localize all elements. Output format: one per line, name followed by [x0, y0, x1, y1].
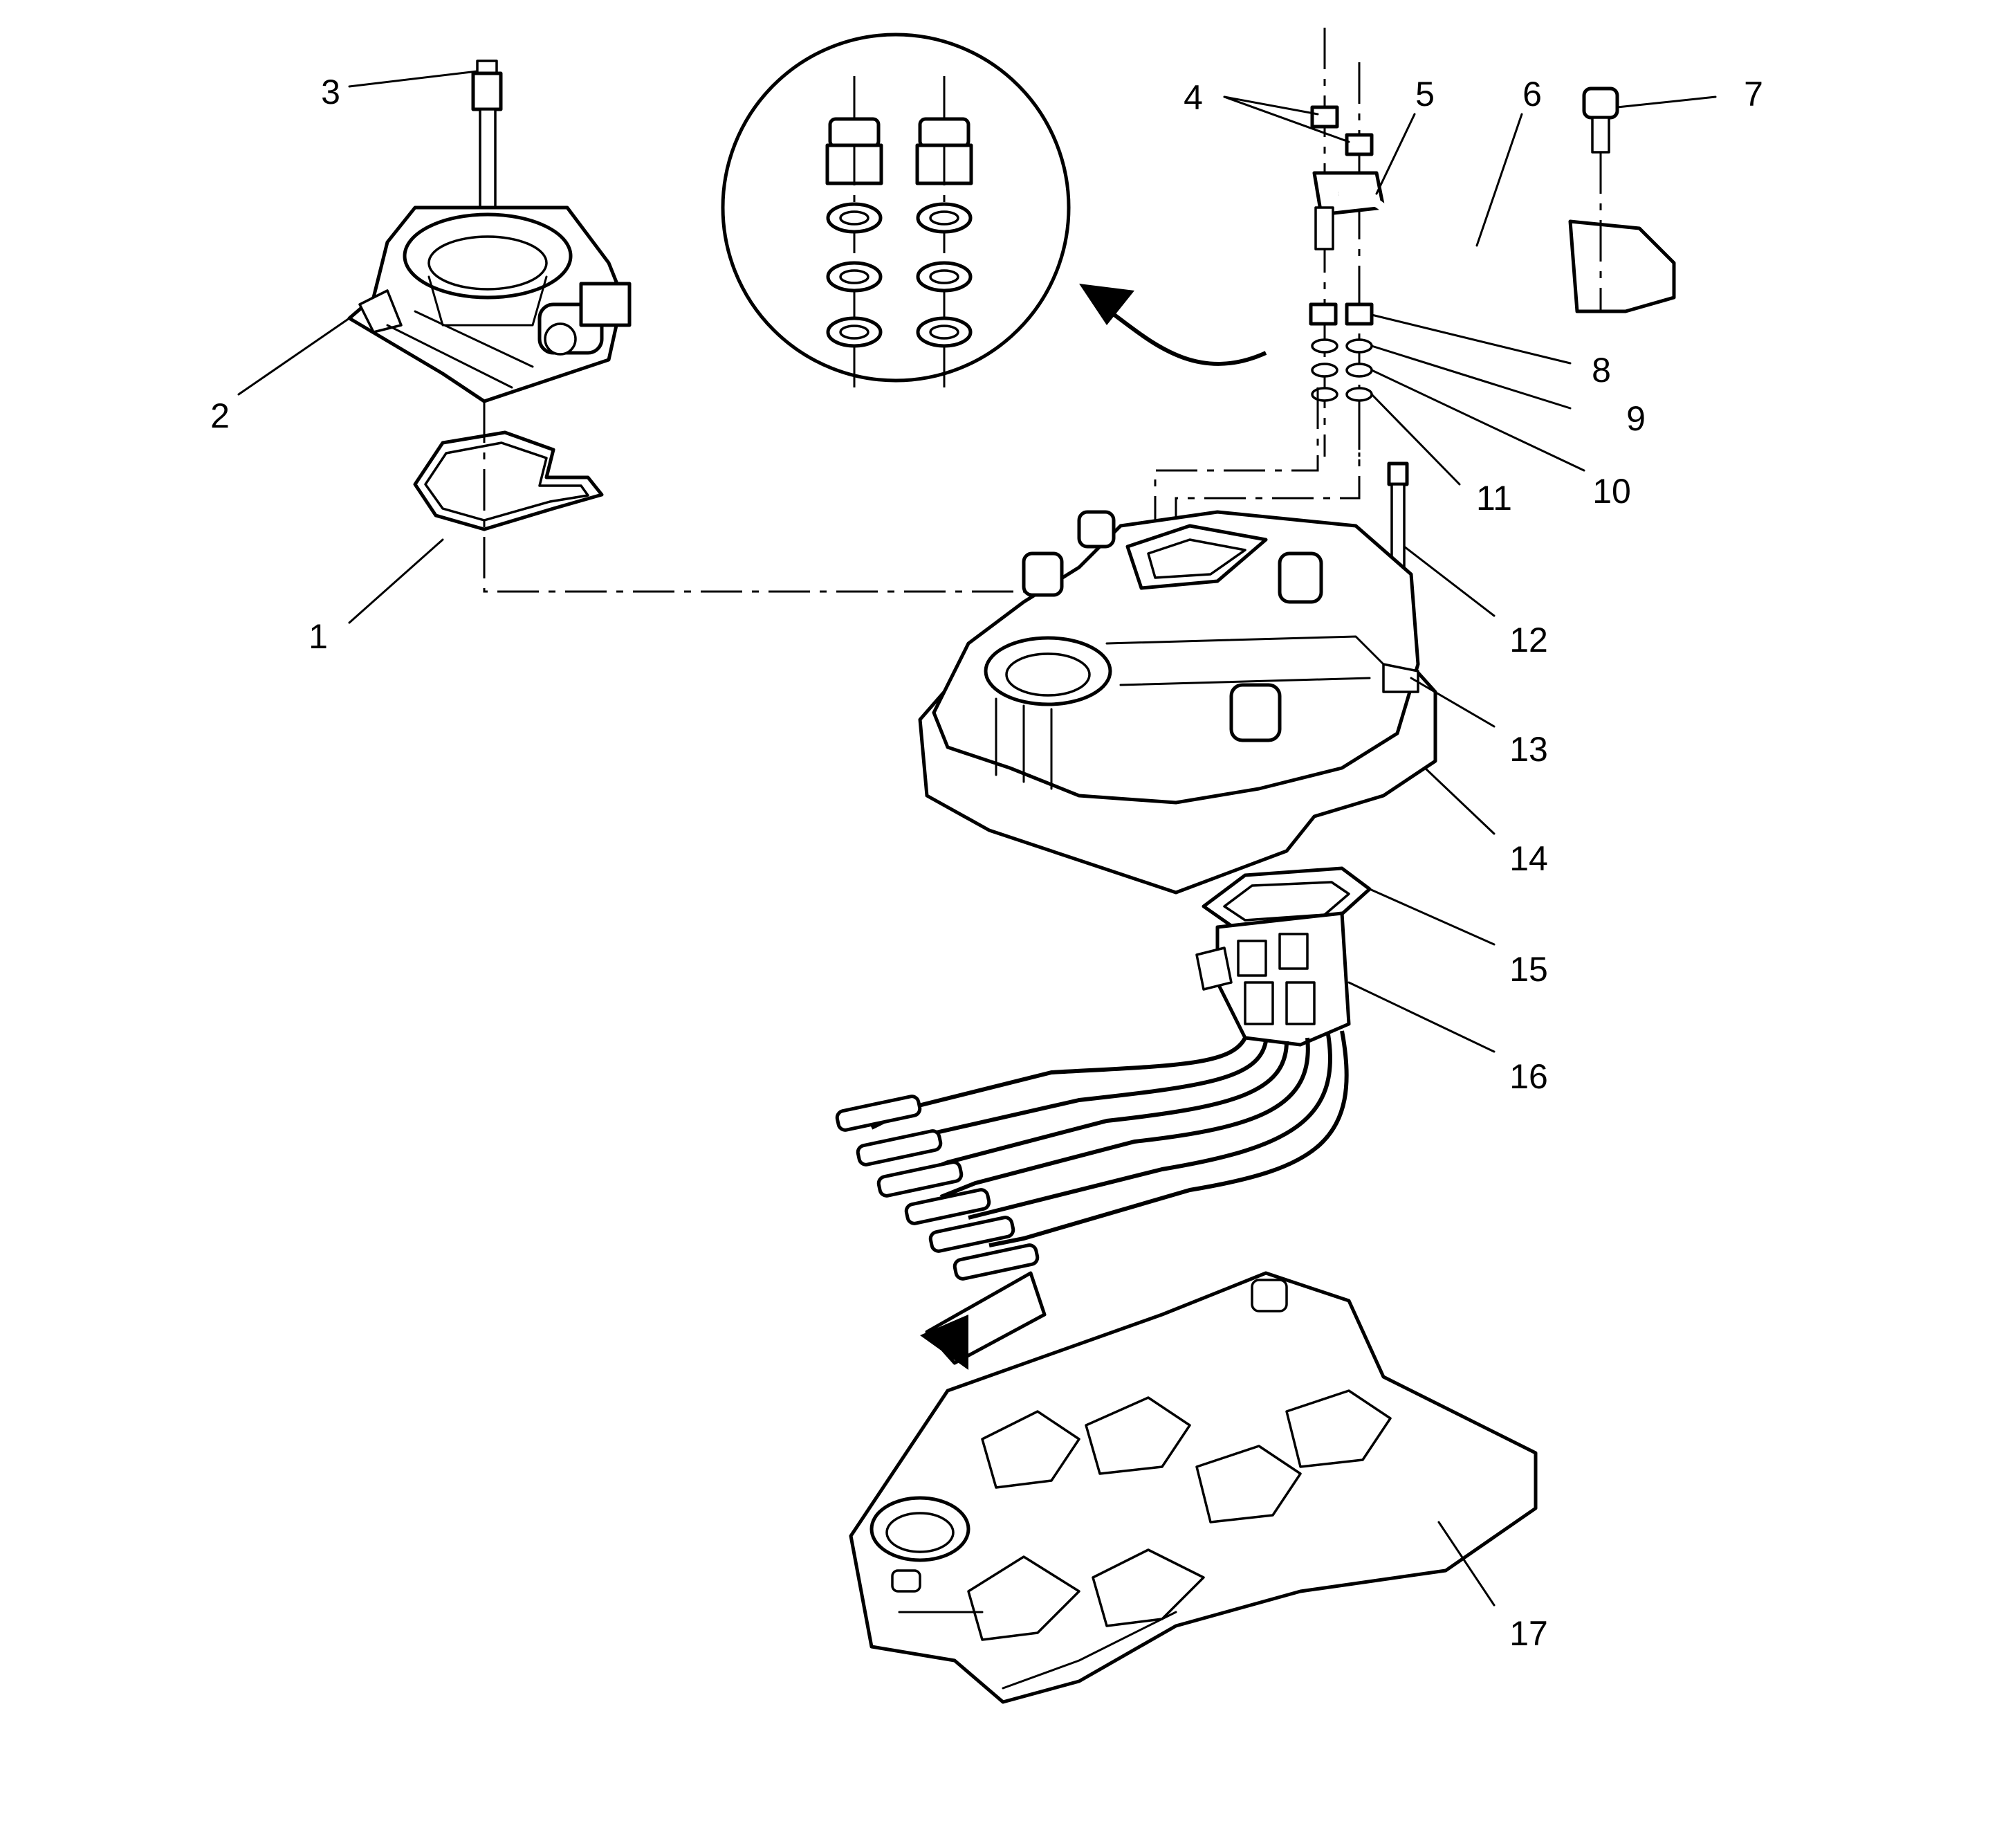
callout-11: 11 [1476, 479, 1512, 518]
parts-8-11-nuts-washers [1309, 302, 1374, 402]
callout-5: 5 [1415, 75, 1435, 113]
callout-7: 7 [1744, 75, 1763, 113]
callout-6: 6 [1522, 75, 1542, 113]
detail-nut-left [825, 117, 883, 185]
callout-4: 4 [1184, 78, 1203, 117]
detail-nut-right [915, 117, 973, 185]
part-7-bolt [1582, 86, 1619, 311]
callout-2: 2 [210, 396, 230, 435]
detail-view-circle [721, 33, 1071, 387]
detail-arrow [1079, 284, 1267, 366]
callout-15: 15 [1509, 950, 1548, 989]
part-6-fuel-line [1338, 172, 1676, 313]
callout-14: 14 [1509, 839, 1548, 878]
callout-8: 8 [1592, 351, 1611, 390]
part-13-upper-manifold [932, 510, 1420, 805]
callout-10: 10 [1592, 472, 1631, 511]
part-1-gasket [413, 430, 604, 531]
callout-9: 9 [1626, 399, 1646, 438]
callout-3: 3 [321, 73, 340, 111]
callout-labels: 1 2 3 4 5 6 7 8 9 10 11 12 13 14 15 16 1… [210, 73, 1763, 1653]
callout-12: 12 [1509, 621, 1548, 659]
part-16-fuel-lines [870, 1030, 1349, 1247]
part-5-bracket [1312, 171, 1386, 250]
callout-1: 1 [309, 617, 328, 656]
part-2-throttle-body [347, 205, 632, 403]
detail-washers [826, 202, 973, 348]
part-16-fuel-meter [1195, 911, 1351, 1047]
callout-17: 17 [1509, 1614, 1548, 1653]
part-16-injector-tips [835, 1095, 1040, 1281]
callout-13: 13 [1509, 730, 1548, 769]
leader-lines [237, 70, 1717, 1607]
callout-16: 16 [1509, 1057, 1548, 1096]
part-17-lower-manifold [849, 1271, 1538, 1704]
front-direction-arrow [920, 1271, 1047, 1370]
